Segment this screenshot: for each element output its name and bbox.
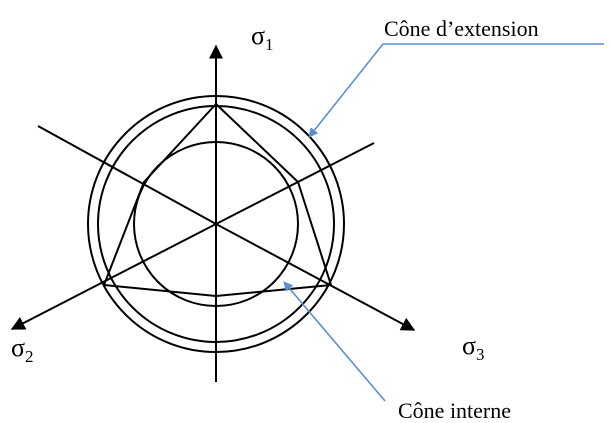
sigma1-label: σ1 [251, 21, 274, 54]
sigma2-axis [10, 223, 217, 330]
sigma2-label: σ2 [11, 333, 34, 366]
sigma3-axis-back [37, 125, 217, 225]
curved-hexagon [103, 103, 332, 297]
internal-cone-label: Cône interne [398, 398, 511, 423]
middle-circle [97, 105, 335, 343]
outer-circle [87, 95, 345, 353]
sigma2-axis-back [215, 142, 375, 225]
extension-leader-line [308, 43, 384, 138]
extension-cone-label: Cône d’extension [384, 16, 539, 41]
interne-leader-line [283, 281, 386, 402]
sigma3-label: σ3 [462, 331, 485, 364]
inner-circle [133, 141, 299, 307]
sigma3-axis [215, 223, 416, 331]
